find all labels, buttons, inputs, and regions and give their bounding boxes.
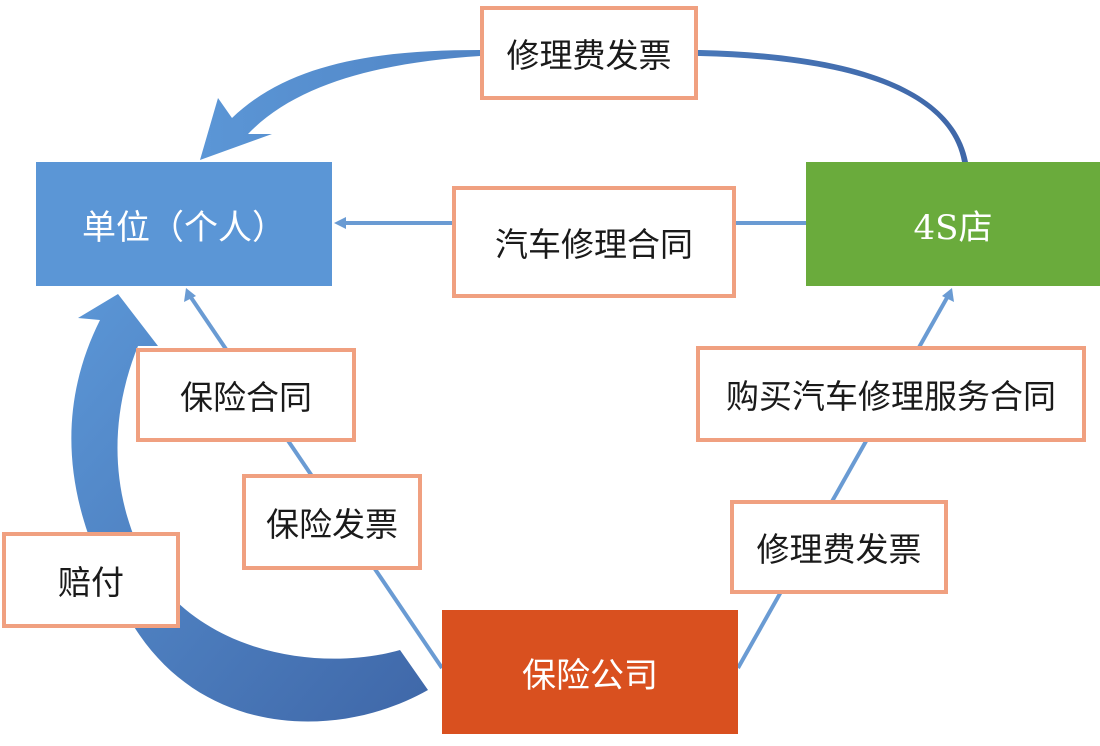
label-insurance-contract: 保险合同 [136, 348, 356, 442]
node-dealer: 4S店 [806, 162, 1100, 286]
node-insurer: 保险公司 [442, 610, 738, 734]
arrowhead-unit-bottom [184, 288, 196, 302]
node-unit-label: 单位（个人） [82, 207, 286, 248]
label-top-invoice: 修理费发票 [480, 6, 698, 100]
node-insurer-label: 保险公司 [522, 655, 658, 696]
arrowhead-unit-left [334, 217, 346, 229]
node-unit: 单位（个人） [36, 162, 332, 286]
node-dealer-label: 4S店 [913, 207, 993, 248]
label-insurance-invoice: 保险发票 [242, 474, 422, 570]
label-repair-contract: 汽车修理合同 [452, 186, 736, 298]
label-service-contract: 购买汽车修理服务合同 [696, 346, 1086, 442]
label-compensation: 赔付 [2, 532, 180, 628]
label-bottom-invoice: 修理费发票 [730, 500, 948, 594]
arrowhead-dealer-bottom [942, 288, 954, 302]
